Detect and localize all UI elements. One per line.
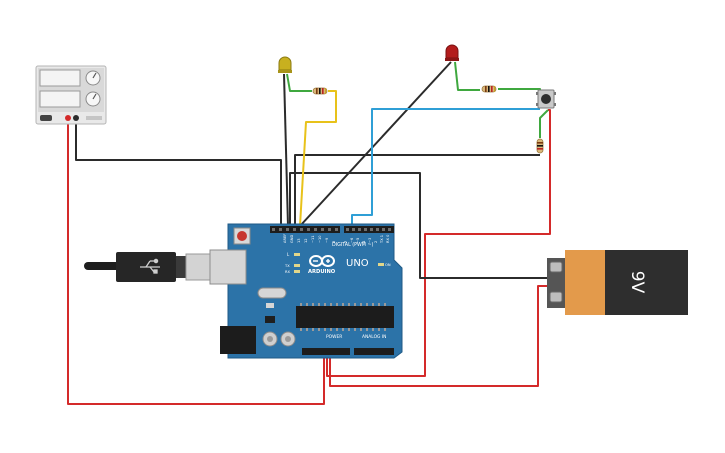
pin-label-3: ~3	[368, 238, 372, 243]
battery-positive-terminal[interactable]	[549, 261, 563, 273]
pin-label-2: 2	[374, 241, 378, 243]
wire-black-red-led[interactable]	[299, 61, 452, 227]
arduino-power-header	[302, 348, 350, 355]
wire-red-power-supply[interactable]	[67, 118, 325, 405]
led-yellow[interactable]	[278, 56, 292, 73]
wire-blue-button[interactable]	[351, 108, 540, 226]
pin-label-11: ~11	[311, 235, 315, 243]
resistor-button[interactable]	[536, 138, 544, 154]
arduino-digital-header-a	[270, 226, 340, 233]
power-supply-positive-terminal[interactable]	[65, 115, 71, 121]
power-supply-display-bottom	[39, 90, 81, 108]
power-supply-switch[interactable]	[40, 115, 52, 121]
pin-label-6: ~6	[350, 237, 354, 243]
usb-cable[interactable]	[84, 252, 211, 282]
arduino-analog-header	[354, 348, 394, 355]
power-header-label: POWER	[326, 334, 342, 340]
resistor-red-led[interactable]	[481, 85, 497, 93]
wires	[67, 61, 551, 405]
led-label-on: ON	[385, 263, 391, 267]
push-button[interactable]	[536, 89, 556, 109]
wire-green-red-led[interactable]	[454, 61, 480, 91]
wire-red-button[interactable]	[326, 109, 551, 377]
pin-label-4: 4	[362, 240, 366, 243]
pin-label-1: TX 1	[380, 235, 384, 244]
pin-label-aref: AREF	[283, 234, 287, 243]
led-label-tx: TX	[284, 264, 290, 268]
resistor-yellow-led[interactable]	[312, 87, 328, 95]
usb-icon	[140, 258, 160, 274]
pin-label-9: ~9	[325, 237, 329, 243]
pin-label-0: RX 0	[386, 234, 390, 243]
arduino-uno-board[interactable]: AREF GND 13 12 ~11 ~10 ~9 8 7 ~6 ~5 4 ~3…	[209, 223, 403, 359]
arduino-power-jack	[220, 326, 256, 354]
led-red[interactable]	[445, 44, 459, 61]
wire-black-yellow-led[interactable]	[283, 73, 289, 227]
wire-green-button-resistor[interactable]	[539, 109, 549, 138]
pin-label-gnd: GND	[290, 235, 294, 243]
arduino-digital-header-b	[344, 226, 394, 233]
power-supply[interactable]	[35, 65, 107, 125]
power-supply-negative-terminal[interactable]	[73, 115, 79, 121]
wire-black-power-supply[interactable]	[75, 118, 282, 226]
arduino-infinity-logo	[309, 255, 335, 267]
pin-label-5: ~5	[356, 238, 360, 243]
led-label-l: L	[287, 252, 290, 257]
power-supply-display-top	[39, 69, 81, 87]
pin-label-10: ~10	[318, 235, 322, 243]
arduino-model-text: UNO	[346, 258, 369, 269]
pin-label-8: 8	[332, 240, 336, 243]
digital-header-label: DIGITAL (PWM ~)	[332, 242, 373, 248]
battery-9v[interactable]: 9V	[547, 250, 688, 315]
pin-label-13: 13	[297, 238, 301, 243]
analog-header-label: ANALOG IN	[362, 334, 386, 340]
pin-label-7: 7	[344, 241, 348, 243]
wire-black-button-resistor[interactable]	[294, 154, 540, 226]
wire-green-red-resistor[interactable]	[498, 88, 541, 96]
arduino-usb-port	[209, 249, 247, 285]
wire-black-battery[interactable]	[289, 172, 547, 279]
wire-yellow-pin[interactable]	[299, 90, 337, 227]
arduino-atmega-chip	[296, 306, 394, 328]
battery-label: 9V	[627, 271, 647, 294]
arduino-brand-text: ARDUINO	[308, 269, 336, 275]
wire-green-yellow-led[interactable]	[286, 73, 312, 92]
battery-negative-terminal[interactable]	[549, 291, 563, 303]
pin-label-12: 12	[304, 238, 308, 243]
led-label-rx: RX	[285, 270, 290, 274]
arduino-reset-button[interactable]	[237, 231, 247, 241]
